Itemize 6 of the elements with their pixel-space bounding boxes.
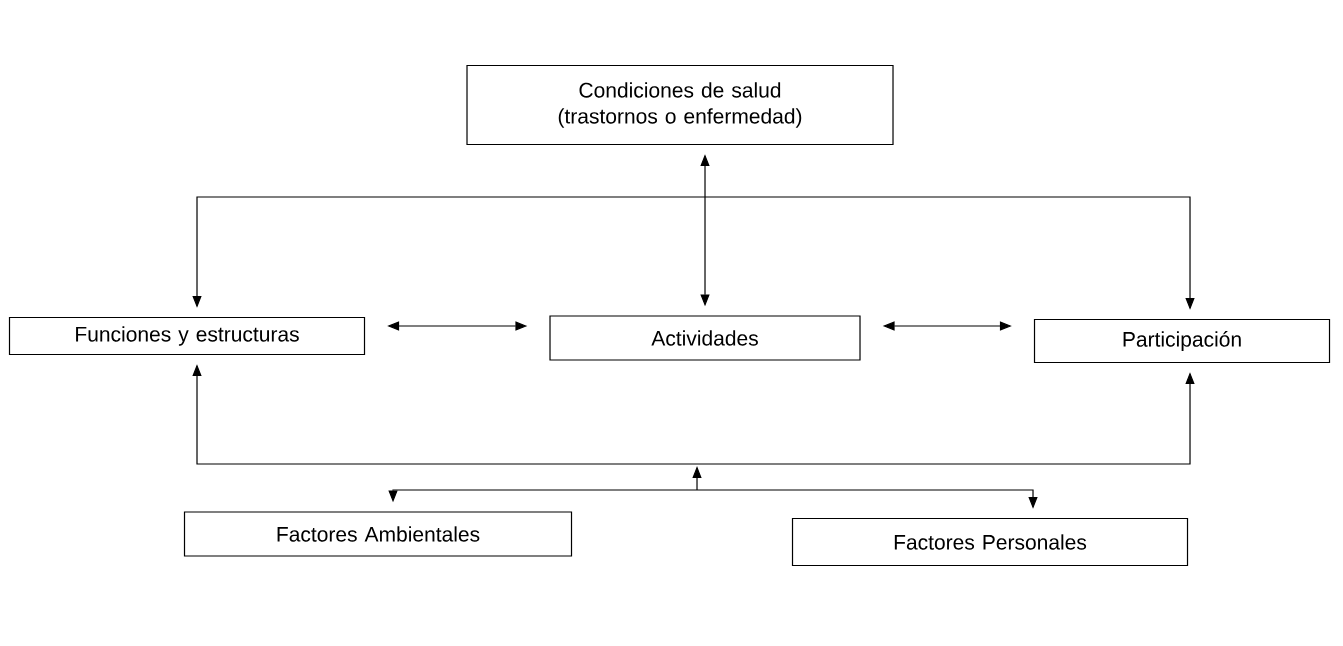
- text-box: Factores Ambientales: [183, 511, 573, 557]
- text-box: Participación: [1033, 318, 1331, 364]
- text-box: Factores Personales: [791, 517, 1189, 567]
- text-box: Funciones y estructuras: [8, 316, 366, 356]
- text-box: Actividades: [549, 315, 861, 361]
- text-box: Condiciones de salud (trastornos o enfermedad): [466, 64, 894, 146]
